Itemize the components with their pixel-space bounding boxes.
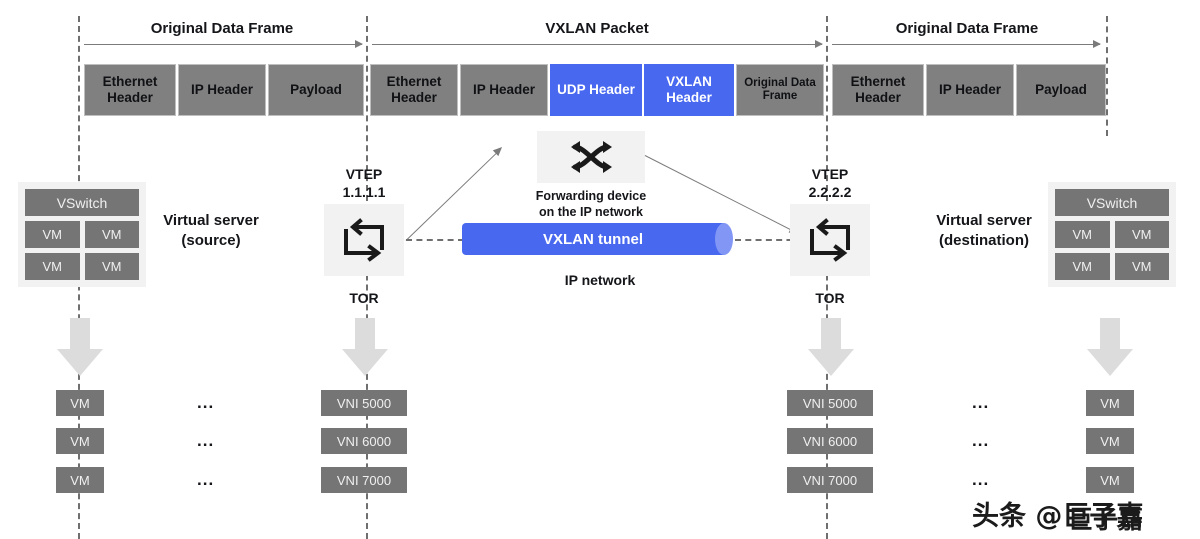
packet-box-original-data-frame: Original Data Frame: [736, 64, 824, 116]
span-arrow-right: [832, 40, 1101, 48]
ellipsis: ...: [197, 393, 215, 412]
vtep-left-label: VTEP 1.1.1.1: [316, 166, 412, 201]
bottom-vm-box: VM: [1086, 428, 1134, 454]
vtep-right-label: VTEP 2.2.2.2: [782, 166, 878, 201]
vtep-right-address: 2.2.2.2: [808, 183, 852, 200]
ip-network-label: IP network: [564, 272, 636, 288]
packet-box-ip-header-1: IP Header: [178, 64, 266, 116]
packet-box-ethernet-header-1: Ethernet Header: [84, 64, 176, 116]
ellipsis: ...: [197, 470, 215, 489]
span-label-original-frame-right: Original Data Frame: [895, 20, 1039, 37]
caption-line-2: (destination): [939, 231, 1029, 249]
vm-cell: VM: [25, 221, 80, 248]
vm-cell: VM: [25, 253, 80, 280]
crossing-arrows-icon: [571, 141, 612, 173]
tor-left-label: TOR: [349, 290, 379, 306]
flow-arrow-destination: [1087, 318, 1133, 376]
ellipsis: ...: [972, 393, 990, 412]
bottom-vni-box: VNI 6000: [787, 428, 873, 454]
vm-cell: VM: [84, 221, 139, 248]
flow-arrow-source: [57, 318, 103, 376]
bottom-vm-box: VM: [1086, 467, 1134, 493]
caption-line-2: on the IP network: [539, 205, 643, 220]
vtep-left-address: 1.1.1.1: [342, 183, 386, 200]
vtep-left-device: [324, 204, 404, 276]
watermark: 头条 @巨子嘉 巨子嘉: [972, 494, 1144, 534]
caption-line-1: Virtual server: [163, 212, 259, 229]
packet-box-ip-header-3: IP Header: [926, 64, 1014, 116]
ellipsis: ...: [197, 431, 215, 450]
flow-arrow-vtep-left: [342, 318, 388, 376]
packet-box-payload-1: Payload: [268, 64, 364, 116]
separator-line: [1106, 16, 1108, 136]
vm-cell: VM: [1114, 253, 1169, 280]
packet-box-ip-header-2: IP Header: [460, 64, 548, 116]
ellipsis: ...: [972, 431, 990, 450]
caption-line-1: Virtual server: [936, 212, 1032, 229]
watermark-handle: 巨子嘉: [1062, 501, 1144, 532]
tunnel-dash-left: [406, 236, 472, 244]
packet-box-udp-header: UDP Header: [550, 64, 642, 116]
flow-arrow-vtep-right: [808, 318, 854, 376]
span-arrow-middle: [372, 40, 823, 48]
packet-box-payload-2: Payload: [1016, 64, 1106, 116]
vxlan-tunnel-label: VXLAN tunnel: [543, 230, 643, 248]
vm-cell: VM: [1055, 253, 1110, 280]
vtep-right-name: VTEP: [811, 166, 849, 182]
vm-cell: VM: [84, 253, 139, 280]
bottom-vni-box: VNI 7000: [321, 467, 407, 493]
separator-line: [826, 16, 828, 539]
ellipsis: ...: [972, 470, 990, 489]
vm-cell: VM: [1114, 221, 1169, 248]
bottom-vni-box: VNI 6000: [321, 428, 407, 454]
span-label-vxlan-packet: VXLAN Packet: [545, 20, 649, 37]
caption-line-2: (source): [181, 231, 241, 249]
switch-loop-icon: [810, 218, 850, 262]
packet-box-ethernet-header-3: Ethernet Header: [832, 64, 924, 116]
bottom-vni-box: VNI 5000: [321, 390, 407, 416]
watermark-prefix: 头条 @: [972, 501, 1063, 532]
bottom-vni-box: VNI 5000: [787, 390, 873, 416]
bottom-vni-box: VNI 7000: [787, 467, 873, 493]
vswitch-destination: VSwitch: [1055, 189, 1169, 216]
separator-line: [366, 16, 368, 539]
vm-cell: VM: [1055, 221, 1110, 248]
packet-box-vxlan-header: VXLAN Header: [644, 64, 734, 116]
virtual-server-source-caption: Virtual server (source): [152, 211, 270, 250]
span-label-original-frame-left: Original Data Frame: [150, 20, 294, 37]
virtual-server-source: VSwitch VM VM VM VM: [18, 182, 146, 287]
tor-right-label: TOR: [815, 290, 845, 306]
switch-loop-icon: [344, 218, 384, 262]
watermark-handle-shadow: 巨子嘉: [1068, 505, 1144, 534]
virtual-server-destination-caption: Virtual server (destination): [920, 211, 1048, 250]
bottom-vm-box: VM: [1086, 390, 1134, 416]
vxlan-tunnel: VXLAN tunnel: [462, 223, 733, 255]
forwarding-device-caption: Forwarding device on the IP network: [506, 188, 676, 221]
span-arrow-left: [84, 40, 363, 48]
vtep-left-name: VTEP: [345, 166, 383, 182]
caption-line-1: Forwarding device: [535, 189, 647, 203]
bottom-vm-box: VM: [56, 390, 104, 416]
tunnel-cap: [715, 223, 733, 255]
packet-box-ethernet-header-2: Ethernet Header: [370, 64, 458, 116]
vtep-right-device: [790, 204, 870, 276]
bottom-vm-box: VM: [56, 428, 104, 454]
vswitch-source: VSwitch: [25, 189, 139, 216]
forwarding-device: [537, 131, 645, 183]
bottom-vm-box: VM: [56, 467, 104, 493]
virtual-server-destination: VSwitch VM VM VM VM: [1048, 182, 1176, 287]
